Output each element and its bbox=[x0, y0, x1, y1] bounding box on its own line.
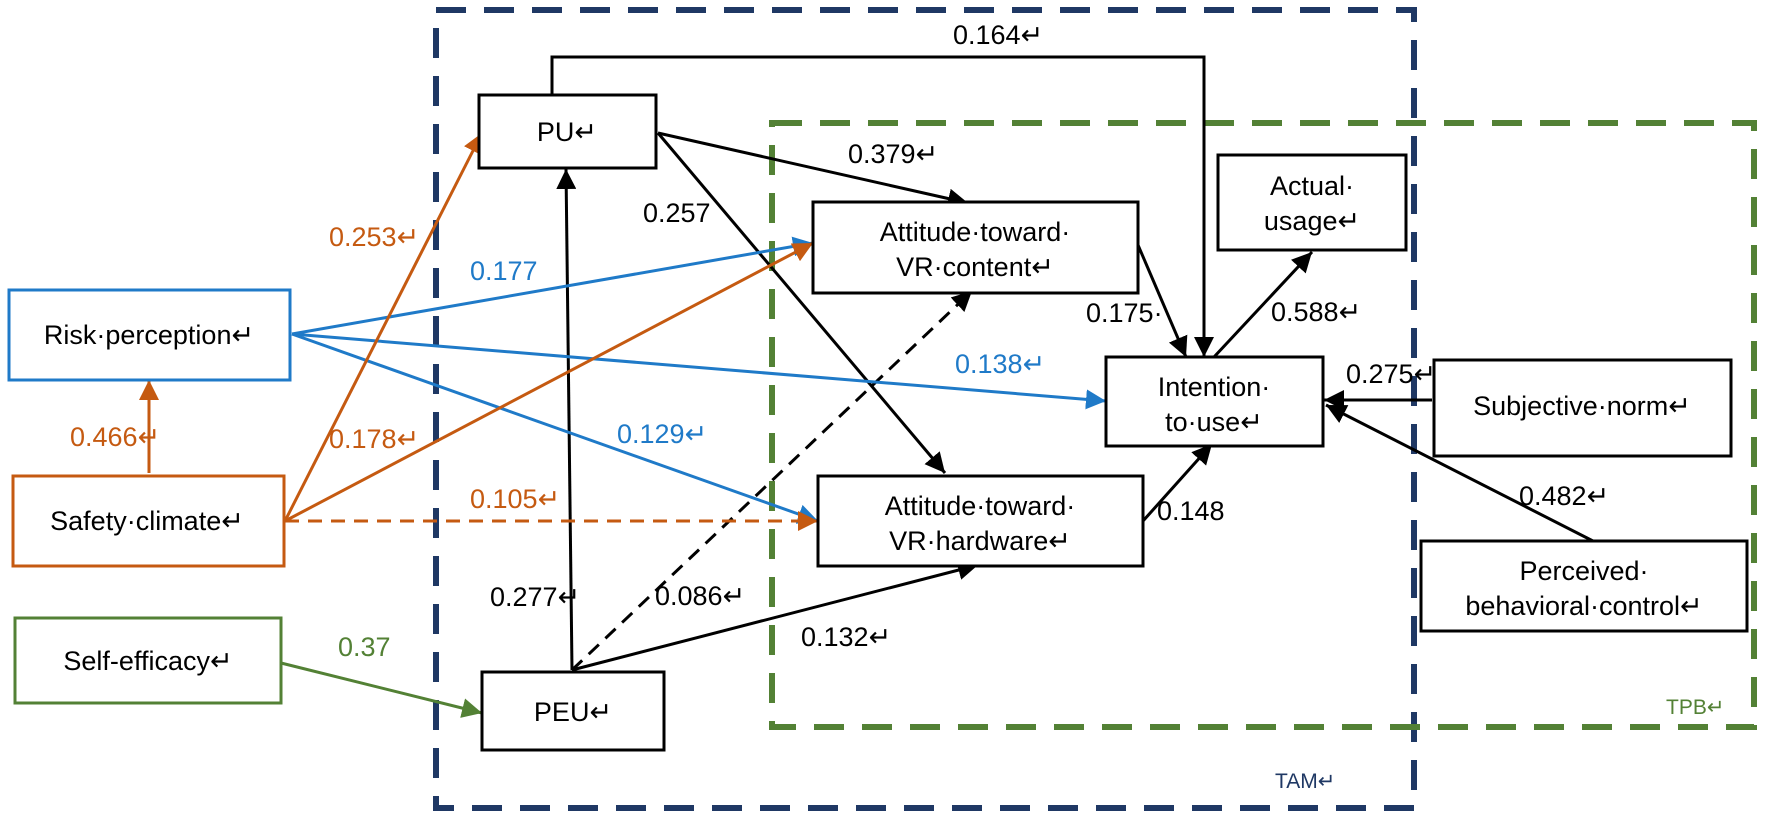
node-risk-perception: Risk·perception↵ bbox=[7, 288, 292, 382]
node-intention-line1: Intention· bbox=[1158, 372, 1271, 402]
node-pu: PU↵ bbox=[477, 93, 658, 170]
coef-peu-pu: 0.277↵ bbox=[490, 582, 580, 612]
path-intention-actual bbox=[1212, 250, 1314, 359]
path-safety-pu bbox=[283, 132, 484, 522]
tam-region bbox=[433, 7, 1417, 811]
node-subjective-norm: Subjective·norm↵ bbox=[1432, 358, 1733, 458]
node-risk-label: Risk·perception↵ bbox=[44, 320, 254, 350]
coef-attcontent-intention: 0.175· bbox=[1086, 298, 1163, 328]
path-risk-atthardware bbox=[291, 332, 819, 524]
node-subjective-label: Subjective·norm↵ bbox=[1473, 391, 1691, 421]
coef-safety-pu: 0.253↵ bbox=[329, 222, 419, 252]
coef-atthardware-intention: 0.148 bbox=[1157, 496, 1225, 526]
node-attcontent-line2: VR·content↵ bbox=[896, 252, 1054, 282]
node-selfeff-label: Self-efficacy↵ bbox=[63, 646, 232, 676]
coef-pu-attcontent: 0.379↵ bbox=[848, 139, 938, 169]
path-pu-attcontent bbox=[657, 131, 969, 209]
node-intention-line2: to·use↵ bbox=[1165, 407, 1263, 437]
node-actual-usage: Actual· usage↵ bbox=[1216, 153, 1408, 252]
node-self-efficacy: Self-efficacy↵ bbox=[13, 616, 283, 705]
path-attcontent-intention bbox=[1136, 244, 1188, 358]
path-pbc-intention bbox=[1325, 403, 1594, 543]
coef-pu-intention: 0.164↵ bbox=[953, 20, 1043, 50]
node-pbc-line2: behavioral·control↵ bbox=[1465, 591, 1702, 621]
coef-safety-risk: 0.466↵ bbox=[70, 422, 160, 452]
node-attcontent-line1: Attitude·toward· bbox=[880, 217, 1071, 247]
tpb-region bbox=[769, 120, 1757, 730]
tam-label: TAM↵ bbox=[1275, 770, 1335, 793]
node-peu: PEU↵ bbox=[480, 670, 666, 752]
path-atthardware-intention bbox=[1141, 442, 1214, 523]
node-pbc-line1: Perceived· bbox=[1519, 556, 1648, 586]
node-actual-line1: Actual· bbox=[1270, 171, 1354, 201]
node-atthardware-line1: Attitude·toward· bbox=[885, 491, 1076, 521]
node-safety-label: Safety·climate↵ bbox=[50, 506, 244, 536]
node-atthardware-line2: VR·hardware↵ bbox=[889, 526, 1071, 556]
node-perceived-behavioral-control: Perceived· behavioral·control↵ bbox=[1419, 539, 1749, 633]
path-selfeff-peu bbox=[280, 661, 483, 718]
coef-selfeff-peu: 0.37 bbox=[338, 632, 391, 662]
coef-peu-atthardware: 0.132↵ bbox=[801, 622, 891, 652]
coef-safety-attcontent: 0.178↵ bbox=[329, 424, 419, 454]
path-risk-intention bbox=[291, 332, 1107, 410]
path-pu-atthardware bbox=[656, 132, 947, 474]
node-attitude-hardware: Attitude·toward· VR·hardware↵ bbox=[816, 474, 1145, 568]
node-attitude-content: Attitude·toward· VR·content↵ bbox=[811, 200, 1140, 295]
node-peu-label: PEU↵ bbox=[534, 697, 612, 727]
path-risk-attcontent bbox=[291, 236, 814, 336]
coef-safety-atthardware: 0.105↵ bbox=[470, 484, 560, 514]
path-safety-attcontent bbox=[284, 241, 814, 523]
coef-pu-atthardware: 0.257 bbox=[643, 198, 711, 228]
coef-risk-intention: 0.138↵ bbox=[955, 349, 1045, 379]
path-peu-pu bbox=[556, 168, 577, 671]
tpb-label: TPB↵ bbox=[1666, 696, 1724, 719]
node-safety-climate: Safety·climate↵ bbox=[11, 474, 286, 568]
node-intention: Intention· to·use↵ bbox=[1104, 355, 1325, 448]
coef-subjective-intention: 0.275↵ bbox=[1346, 359, 1436, 389]
coef-pbc-intention: 0.482↵ bbox=[1519, 481, 1609, 511]
coef-peu-attcontent: 0.086↵ bbox=[655, 581, 745, 611]
coef-intention-actual: 0.588↵ bbox=[1271, 297, 1361, 327]
coef-risk-attcontent: 0.177 bbox=[470, 256, 538, 286]
node-pu-label: PU↵ bbox=[537, 117, 597, 147]
coef-risk-atthardware: 0.129↵ bbox=[617, 419, 707, 449]
path-pu-intention bbox=[550, 55, 1214, 357]
node-actual-line2: usage↵ bbox=[1264, 206, 1360, 236]
path-peu-atthardware bbox=[571, 560, 979, 672]
